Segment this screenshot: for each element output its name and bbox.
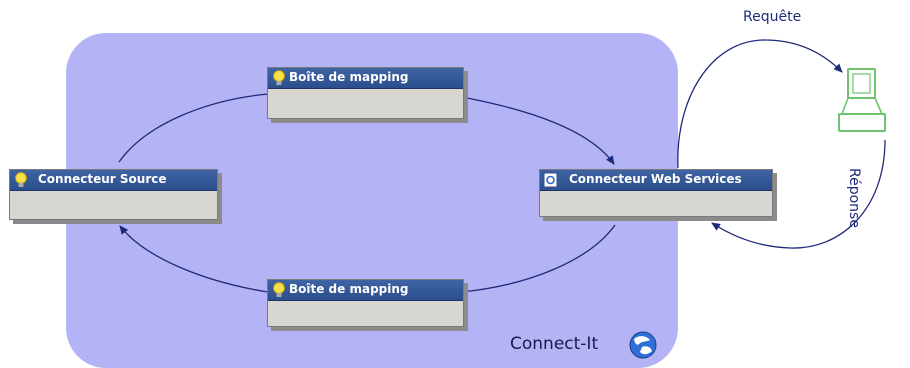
webservices-connector-label: Connecteur Web Services [569, 172, 742, 186]
arrow-request [677, 39, 843, 169]
globe-logo-icon [629, 331, 657, 359]
lightbulb-icon [270, 281, 288, 299]
request-label: Requête [743, 9, 802, 25]
mapping-box-bottom-label: Boîte de mapping [289, 282, 409, 296]
arrow-mapping-top-to-webservices [461, 96, 615, 165]
mapping-box-top-label: Boîte de mapping [289, 70, 409, 84]
title-bar [540, 170, 772, 191]
webservices-connector-box[interactable]: Connecteur Web Services [539, 169, 773, 217]
mapping-box-top[interactable]: Boîte de mapping [267, 67, 464, 119]
web-page-icon [542, 171, 560, 189]
arrow-source-to-mapping-top [118, 93, 269, 163]
lightbulb-icon [12, 171, 30, 189]
title-bar [268, 280, 463, 301]
connect-it-label: Connect-It [510, 334, 599, 354]
source-connector-label: Connecteur Source [38, 172, 167, 186]
response-label: Réponse [846, 168, 862, 228]
computer-icon [838, 68, 886, 132]
source-connector-box[interactable]: Connecteur Source [9, 169, 218, 220]
title-bar [10, 170, 217, 191]
arrow-mapping-bottom-to-source [119, 225, 269, 293]
title-bar [268, 68, 463, 89]
arrow-webservices-to-mapping-bottom [461, 224, 616, 293]
mapping-box-bottom[interactable]: Boîte de mapping [267, 279, 464, 327]
arrow-response [711, 139, 886, 249]
lightbulb-icon [270, 69, 288, 87]
